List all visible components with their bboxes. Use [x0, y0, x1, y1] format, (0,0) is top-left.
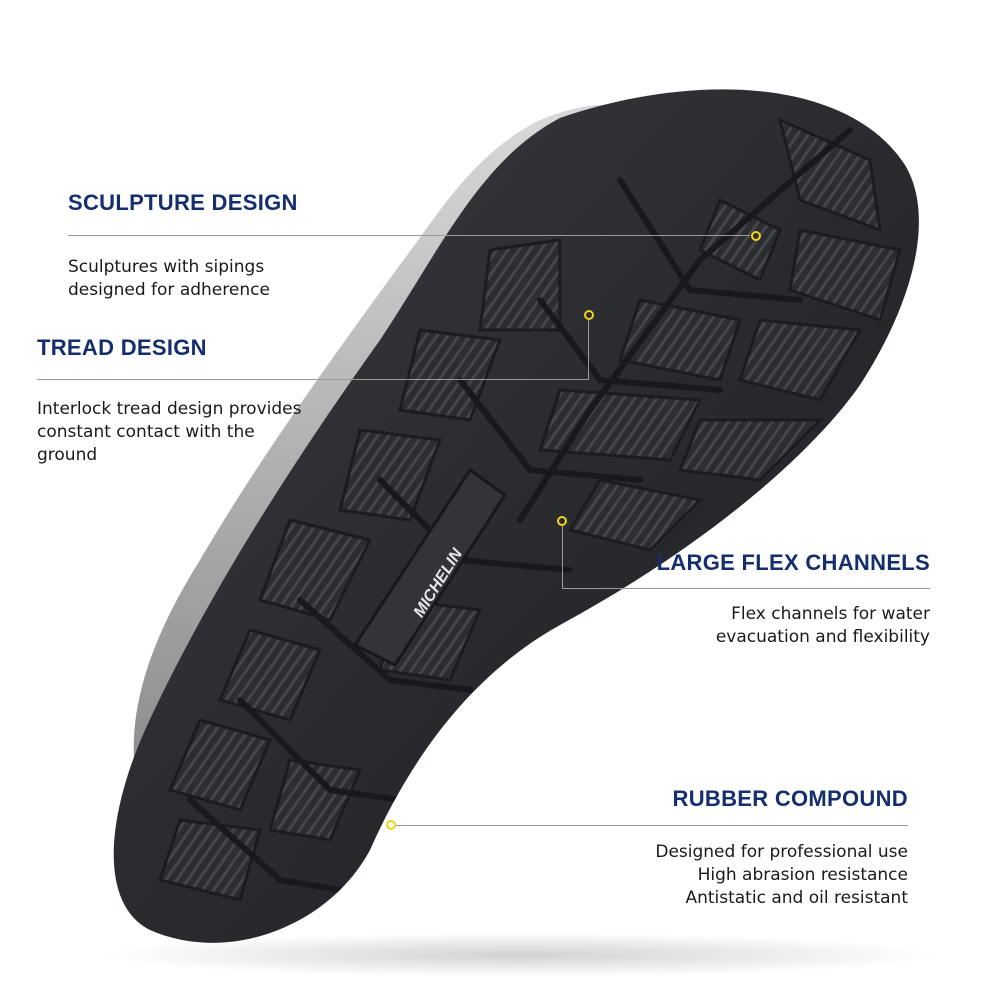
callout-desc-flex: Flex channels for water evacuation and f…	[716, 603, 930, 649]
callout-desc-rubber: Designed for professional use High abras…	[655, 841, 908, 910]
marker-rubber	[386, 820, 396, 830]
leader-line-tread	[37, 379, 588, 380]
desc-line: ground	[37, 445, 98, 465]
leader-line-rubber	[396, 825, 908, 826]
desc-line: Designed for professional use	[655, 842, 908, 862]
callout-desc-tread: Interlock tread design provides constant…	[37, 398, 301, 467]
floor-shadow	[100, 933, 940, 977]
marker-sculpture	[751, 231, 761, 241]
desc-line: High abrasion resistance	[697, 865, 908, 885]
desc-line: Antistatic and oil resistant	[685, 888, 908, 908]
desc-line: Interlock tread design provides	[37, 399, 302, 419]
desc-line: designed for adherence	[68, 280, 270, 300]
callout-title-flex: LARGE FLEX CHANNELS	[656, 550, 930, 575]
tread-pattern	[158, 117, 902, 902]
desc-line: Sculptures with sipings	[68, 257, 265, 277]
callout-desc-sculpture: Sculptures with sipings designed for adh…	[68, 256, 270, 302]
leader-line-tread-vertical	[588, 320, 589, 380]
leader-line-sculpture	[68, 235, 750, 236]
callout-title-sculpture: SCULPTURE DESIGN	[68, 190, 298, 215]
desc-line: constant contact with the	[37, 422, 255, 442]
callout-title-tread: TREAD DESIGN	[37, 335, 207, 360]
leader-line-flex	[562, 588, 930, 589]
callout-title-rubber: RUBBER COMPOUND	[672, 786, 908, 811]
outsole	[113, 89, 919, 943]
logo-plate	[352, 467, 508, 667]
leader-line-flex-vertical	[562, 525, 563, 589]
marker-tread	[584, 310, 594, 320]
marker-flex	[557, 516, 567, 526]
desc-line: Flex channels for water	[731, 604, 930, 624]
desc-line: evacuation and flexibility	[715, 627, 930, 647]
